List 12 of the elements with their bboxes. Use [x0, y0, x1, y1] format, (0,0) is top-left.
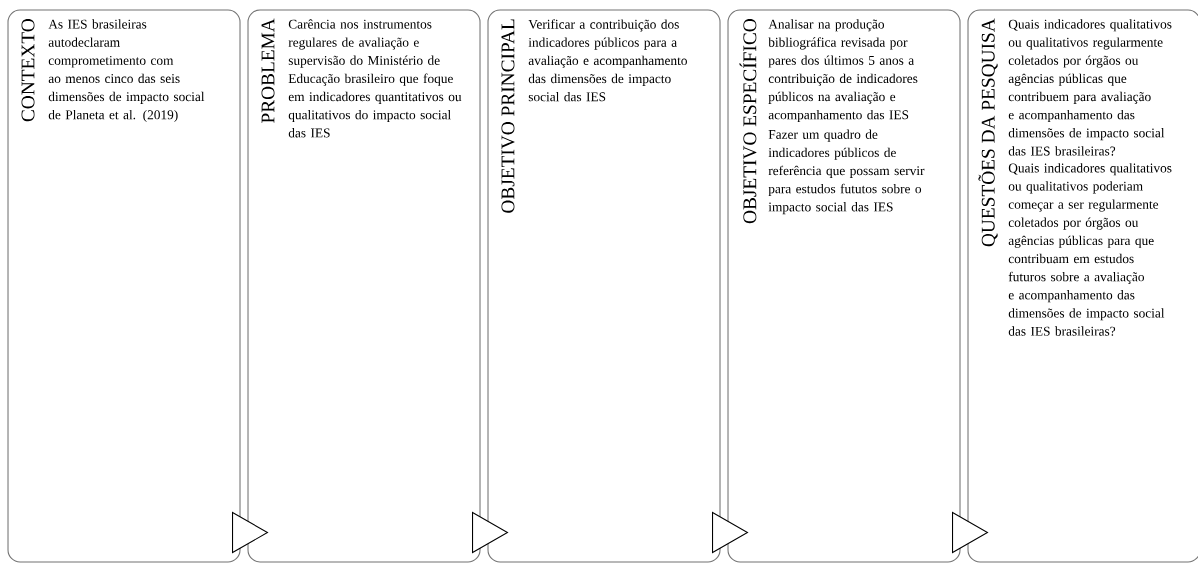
panel-text: Carência nos instrumentos regulares de avaliação e supervisão do Ministério de Educação brasileiro que foque em indicadores quantitativos ou qualitativos do impacto social das IES	[288, 19, 462, 138]
panel-title: OBJETIVO ESPECÍFICO	[739, 19, 757, 224]
panel-text: Fazer um quadro de indicadores públicos de referência que possam servir para estudos fututos sobre o impacto social das IES	[768, 129, 925, 215]
panel-title: PROBLEMA	[261, 18, 275, 123]
panel-title: OBJETIVO PRINCIPAL	[501, 19, 515, 213]
panel-text: Quais indicadores qualitativos ou qualitativos poderiam começar a ser regularmente coletados por órgãos ou agências públicas para que contribuam em estudos futuros sobre a avaliação e acompanhamento das dimensões de impacto social das IES brasileiras?	[1008, 163, 1172, 336]
panel-text: Analisar na produção bibliográfica revisada por pares dos últimos 5 anos a contribuição de indicadores públicos na avaliação e acompanhamento das IES	[768, 19, 918, 122]
panel-text: Verificar a contribuição dos indicadores públicos para a avaliação e acompanhamento das dimensões de impacto social das IES	[528, 19, 687, 102]
panel-title: QUESTÕES DA PESQUISA	[978, 18, 998, 247]
panel-text: Quais indicadores qualitativos ou qualitativos regularmente coletados por órgãos ou agências públicas que contribuem para avaliação e acompanhamento das dimensões de impacto social das IES brasileiras?	[1008, 19, 1172, 156]
panel-text: As IES brasileiras autodeclaram comprometimento com ao menos cinco das seis dimensões de impacto social de Planeta et al. (2019)	[48, 19, 205, 122]
panel-title: CONTEXTO	[21, 19, 35, 122]
